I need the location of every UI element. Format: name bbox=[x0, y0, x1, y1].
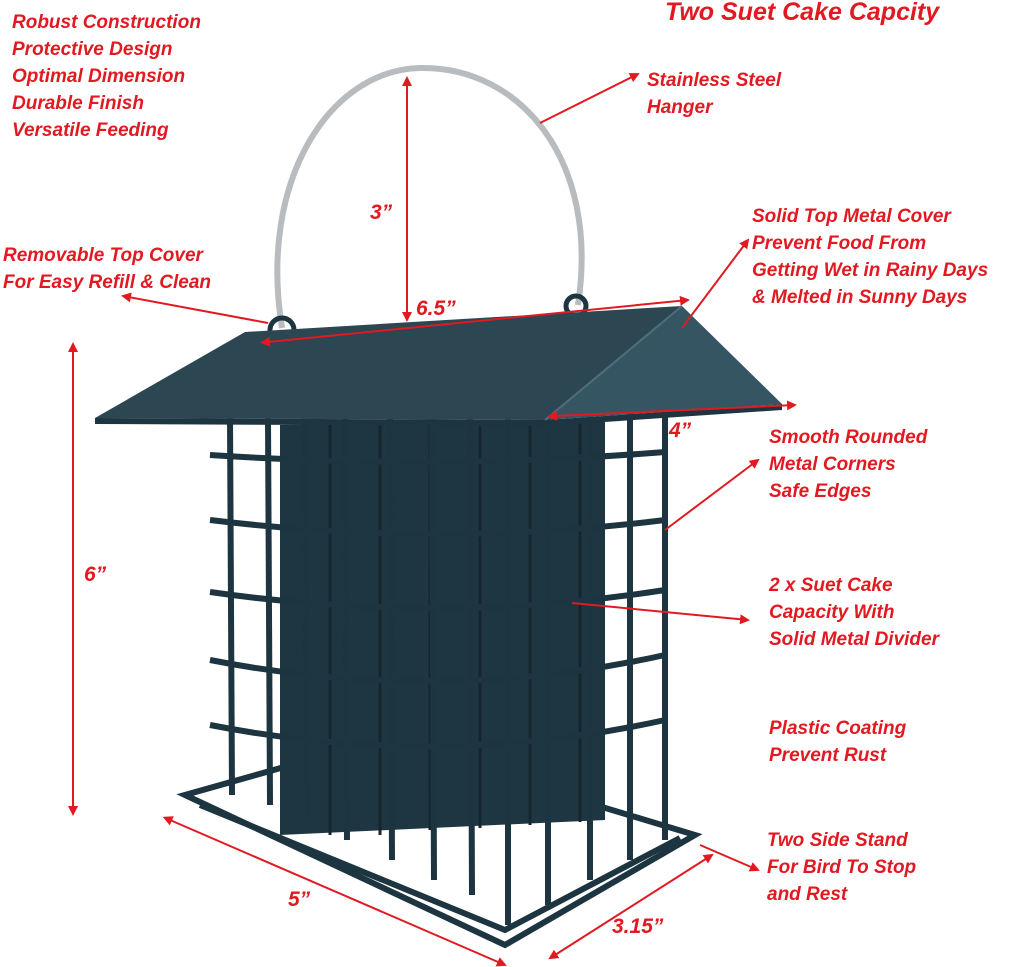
feature-item: Robust Construction bbox=[12, 12, 201, 33]
dimension-arrows bbox=[68, 76, 797, 967]
dimension-hanger-height: 3” bbox=[370, 201, 393, 224]
feature-item: Optimal Dimension bbox=[12, 66, 186, 87]
feature-item: Protective Design bbox=[12, 39, 173, 60]
callout-hanger: Stainless Steel Hanger bbox=[647, 70, 782, 118]
metal-divider bbox=[280, 420, 605, 835]
cage-horizontal-rungs bbox=[209, 449, 666, 750]
dimension-base-width: 5” bbox=[288, 888, 311, 911]
callout-stand: Two Side Stand For Bird To Stop and Rest bbox=[767, 830, 917, 905]
dimension-roof-depth: 4” bbox=[669, 419, 692, 442]
callout-solid-top: Solid Top Metal Cover Prevent Food From … bbox=[752, 206, 989, 308]
dimension-roof-width: 6.5” bbox=[416, 297, 456, 320]
callout-removable-cover: Removable Top Cover For Easy Refill & Cl… bbox=[3, 245, 212, 293]
page-title: Two Suet Cake Capcity bbox=[665, 0, 940, 26]
feature-item: Durable Finish bbox=[12, 93, 144, 114]
feature-list: Robust Construction Protective Design Op… bbox=[12, 9, 201, 144]
dimension-body-height: 6” bbox=[84, 563, 107, 586]
feature-item: Versatile Feeding bbox=[12, 120, 169, 141]
callout-corners: Smooth Rounded Metal Corners Safe Edges bbox=[769, 427, 928, 502]
dimension-base-depth: 3.15” bbox=[612, 915, 664, 938]
hanger-wire bbox=[274, 64, 585, 329]
callout-coating: Plastic Coating Prevent Rust bbox=[769, 718, 907, 766]
callout-arrows bbox=[121, 73, 760, 872]
cage-vertical-bars bbox=[227, 405, 668, 925]
callout-capacity: 2 x Suet Cake Capacity With Solid Metal … bbox=[769, 575, 939, 650]
